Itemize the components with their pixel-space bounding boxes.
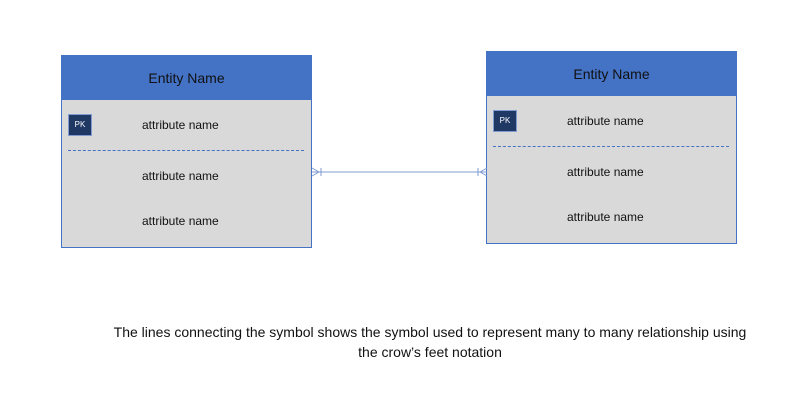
crows-foot-right-icon [477,167,488,177]
attribute-left-3: attribute name [142,214,219,228]
pk-divider-left [68,150,304,151]
entity-box-left[interactable]: Entity Name PK attribute name attribute … [61,55,312,248]
pk-badge-left: PK [68,114,92,136]
entity-box-right[interactable]: Entity Name PK attribute name attribute … [486,51,737,244]
crows-foot-left-icon [311,167,322,177]
attribute-right-1: attribute name [567,114,644,128]
attribute-right-2: attribute name [567,165,644,179]
attribute-left-2: attribute name [142,169,219,183]
entity-name-left: Entity Name [62,56,311,100]
pk-divider-right [493,146,729,147]
entity-name-right: Entity Name [487,52,736,96]
attribute-right-3: attribute name [567,210,644,224]
diagram-caption: The lines connecting the symbol shows th… [113,324,747,360]
attribute-left-1: attribute name [142,118,219,132]
pk-badge-right: PK [493,110,517,132]
